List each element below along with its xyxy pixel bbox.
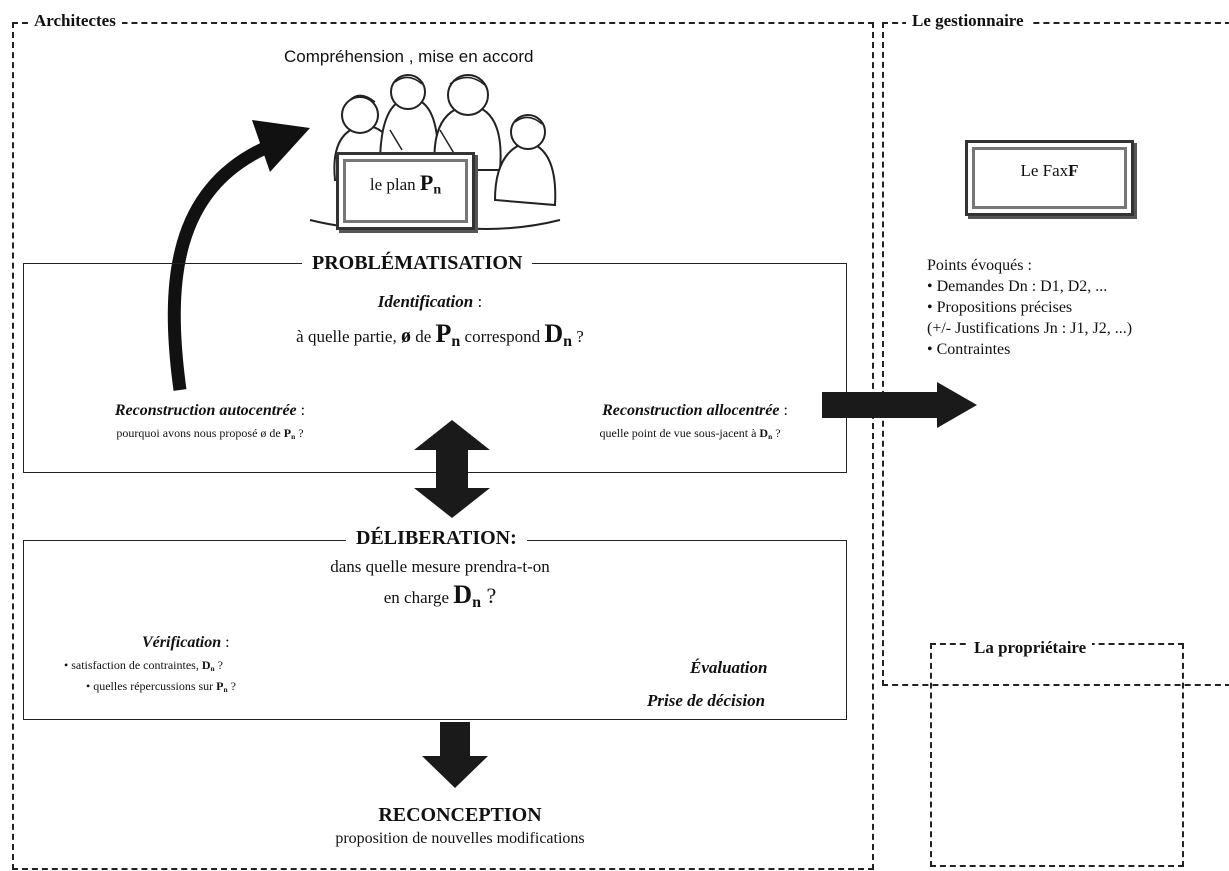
p-symbol: P — [216, 679, 224, 693]
right-arrow — [822, 382, 977, 428]
person-head — [510, 114, 546, 150]
gestionnaire-panel — [882, 22, 1229, 686]
plan-index: n — [433, 182, 442, 198]
question-part: à quelle partie, — [296, 327, 401, 346]
fax-bold: F — [1068, 161, 1079, 180]
allo-title: Reconstruction allocentrée : — [535, 402, 855, 420]
plan-box — [336, 152, 475, 230]
points-item: • Contraintes — [927, 341, 1011, 358]
architectes-label: Architectes — [28, 11, 122, 31]
person-head — [341, 96, 379, 134]
verification-title: Vérification : — [142, 634, 230, 652]
deliberation-line2: en charge Dn ? — [260, 580, 620, 612]
person-head — [390, 74, 426, 110]
question-mark: ? — [295, 426, 304, 440]
allo-title-text: Reconstruction allocentrée — [602, 402, 780, 419]
person-figure — [493, 140, 557, 207]
identification-question: à quelle partie, ø de Pn correspond Dn ? — [200, 319, 680, 351]
curved-arrow — [167, 120, 310, 391]
p-symbol: P — [283, 426, 292, 440]
phi-symbol: ø — [400, 325, 411, 347]
fax-box — [965, 140, 1134, 216]
points-item: • Demandes Dn : D1, D2, ... — [927, 278, 1108, 295]
d-symbol: D — [453, 580, 473, 609]
question-mark: ? — [772, 426, 781, 440]
evaluation-label: Évaluation — [690, 658, 768, 677]
d-index: n — [210, 663, 215, 673]
p-index: n — [223, 684, 228, 694]
allo-text-body: quelle point de vue sous-jacent à — [599, 426, 760, 440]
d-index: n — [472, 594, 481, 611]
verification-item: • quelles répercussions sur Pn ? — [86, 679, 236, 694]
points-title: Points évoqués : — [927, 257, 1032, 274]
p-symbol: P — [435, 319, 452, 348]
verification-item: • satisfaction de contraintes, Dn ? — [64, 658, 223, 673]
gestionnaire-label: Le gestionnaire — [906, 11, 1030, 31]
verification-colon: : — [221, 634, 230, 651]
double-arrow — [414, 420, 490, 518]
d-index: n — [768, 431, 773, 441]
comprehension-caption: Compréhension , mise en accord — [284, 47, 534, 66]
fax-label: Le FaxF — [965, 161, 1134, 181]
allo-colon: : — [779, 402, 788, 419]
verification-item-text: • satisfaction de contraintes, — [64, 658, 202, 672]
question-part: ? — [572, 327, 584, 346]
identification-line: Identification : — [250, 292, 610, 312]
prise-decision-label: Prise de décision — [647, 691, 766, 710]
d-index: n — [563, 333, 573, 350]
identification-colon: : — [473, 292, 483, 311]
d-symbol: D — [544, 319, 564, 348]
p-index: n — [291, 431, 296, 441]
reconception-title: RECONCEPTION — [378, 804, 542, 826]
person-head — [447, 74, 489, 116]
identification-label: Identification — [377, 292, 474, 311]
reconception-text: proposition de nouvelles modifications — [335, 830, 585, 847]
auto-text: pourquoi avons nous proposé ø de Pn ? — [50, 426, 370, 441]
points-item: (+/- Justifications Jn : J1, J2, ...) — [927, 320, 1133, 337]
question-mark: ? — [227, 679, 236, 693]
deliberation-line2-text: en charge — [383, 588, 454, 607]
plan-label: le plan Pn — [336, 170, 475, 199]
verification-label: Vérification — [142, 634, 222, 651]
question-part: correspond — [460, 327, 545, 346]
plan-text: le plan — [369, 175, 420, 194]
question-mark: ? — [214, 658, 223, 672]
deliberation-title: DÉLIBERATION: — [346, 527, 527, 550]
auto-title: Reconstruction autocentrée : — [60, 402, 360, 420]
verification-item-text: • quelles répercussions sur — [86, 679, 217, 693]
deliberation-line1: dans quelle mesure prendra-t-on — [330, 557, 550, 576]
d-symbol: D — [201, 658, 211, 672]
problematisation-title: PROBLÉMATISATION — [302, 252, 533, 275]
architectes-panel — [12, 22, 874, 870]
fax-prefix: Le Fax — [1020, 161, 1069, 180]
proprietaire-panel — [930, 643, 1184, 867]
d-symbol: D — [759, 426, 769, 440]
points-item: • Propositions précises — [927, 299, 1073, 316]
plan-symbol: P — [419, 170, 434, 195]
points-list: Points évoqués : • Demandes Dn : D1, D2,… — [927, 255, 1132, 360]
proprietaire-label: La propriétaire — [968, 638, 1093, 658]
question-part: de — [410, 327, 436, 346]
down-arrow — [422, 722, 488, 788]
question-mark: ? — [480, 583, 497, 608]
auto-title-text: Reconstruction autocentrée — [114, 402, 297, 419]
p-index: n — [451, 333, 461, 350]
allo-text: quelle point de vue sous-jacent à Dn ? — [525, 426, 855, 441]
auto-colon: : — [296, 402, 306, 419]
auto-text-body: pourquoi avons nous proposé ø de — [116, 426, 284, 440]
